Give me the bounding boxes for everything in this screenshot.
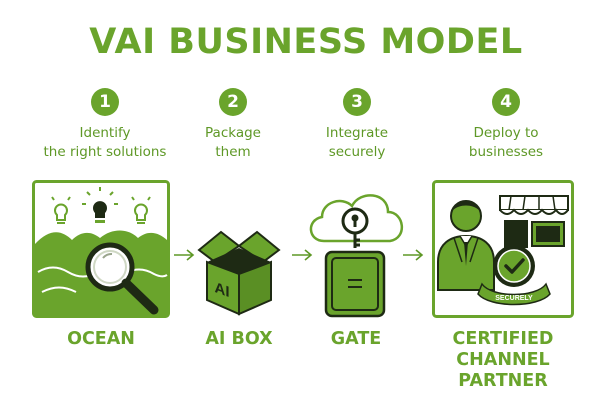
step-4-caption-line2: businesses (468, 144, 544, 160)
step-3-number-badge: 3 (343, 88, 371, 116)
lightbulb-center-icon (82, 187, 118, 223)
svg-text:AI: AI (215, 279, 230, 301)
step-4-label-line1: CERTIFIED (452, 329, 554, 349)
lightbulb-left-icon (51, 196, 71, 224)
step-3-header: 3 Integrate securely (282, 88, 432, 162)
ai-box-icon (197, 230, 281, 316)
storefront-icon (499, 195, 569, 248)
gate-door-icon (324, 250, 386, 318)
ocean-magnifier-lightbulbs-icon (32, 180, 170, 318)
ai-box-text: AI (215, 279, 230, 301)
certified-seal-icon: SECURELY (477, 245, 551, 306)
step-4-label: CERTIFIED CHANNEL PARTNER (432, 329, 574, 392)
step-1-caption-line1: Identify (79, 125, 131, 141)
step-2-label: AI BOX (205, 329, 273, 349)
step-2-caption-line2: them (215, 144, 251, 160)
step-1-caption-line2: the right solutions (43, 144, 167, 160)
arrow-right-icon (403, 249, 424, 261)
step-2-number-badge: 2 (219, 88, 247, 116)
arrow-right-icon (292, 249, 313, 261)
step-4-header: 4 Deploy to businesses (431, 88, 581, 162)
cloud-lock-gate-icon (309, 194, 403, 318)
svg-text:SECURELY: SECURELY (495, 295, 533, 302)
step-3-caption-line2: securely (328, 144, 386, 160)
step-3-caption-line1: Integrate (325, 125, 389, 141)
step-1-caption: Identify the right solutions (30, 124, 180, 162)
step-4-caption: Deploy to businesses (431, 124, 581, 162)
step-3-label: GATE (330, 329, 382, 349)
step-2-caption: Package them (158, 124, 308, 162)
arrow-right-icon (174, 249, 195, 261)
partner-shop-badge-icon: SECURELY (432, 180, 574, 318)
step-4-label-line3: PARTNER (458, 371, 548, 391)
step-1-label: OCEAN (67, 329, 135, 349)
step-1-number-badge: 1 (91, 88, 119, 116)
diagram-title: VAI BUSINESS MODEL (89, 22, 523, 62)
businessman-icon (437, 200, 495, 291)
step-4-number-badge: 4 (492, 88, 520, 116)
step-4-label-line2: CHANNEL (456, 350, 550, 370)
lightbulb-right-icon (131, 196, 151, 224)
magnifier-icon (85, 242, 159, 315)
keyhole-lock-icon (341, 207, 369, 248)
step-2-caption-line1: Package (205, 125, 261, 141)
step-1-header: 1 Identify the right solutions (30, 88, 180, 162)
step-3-caption: Integrate securely (282, 124, 432, 162)
step-2-header: 2 Package them (158, 88, 308, 162)
step-4-caption-line1: Deploy to (473, 125, 539, 141)
